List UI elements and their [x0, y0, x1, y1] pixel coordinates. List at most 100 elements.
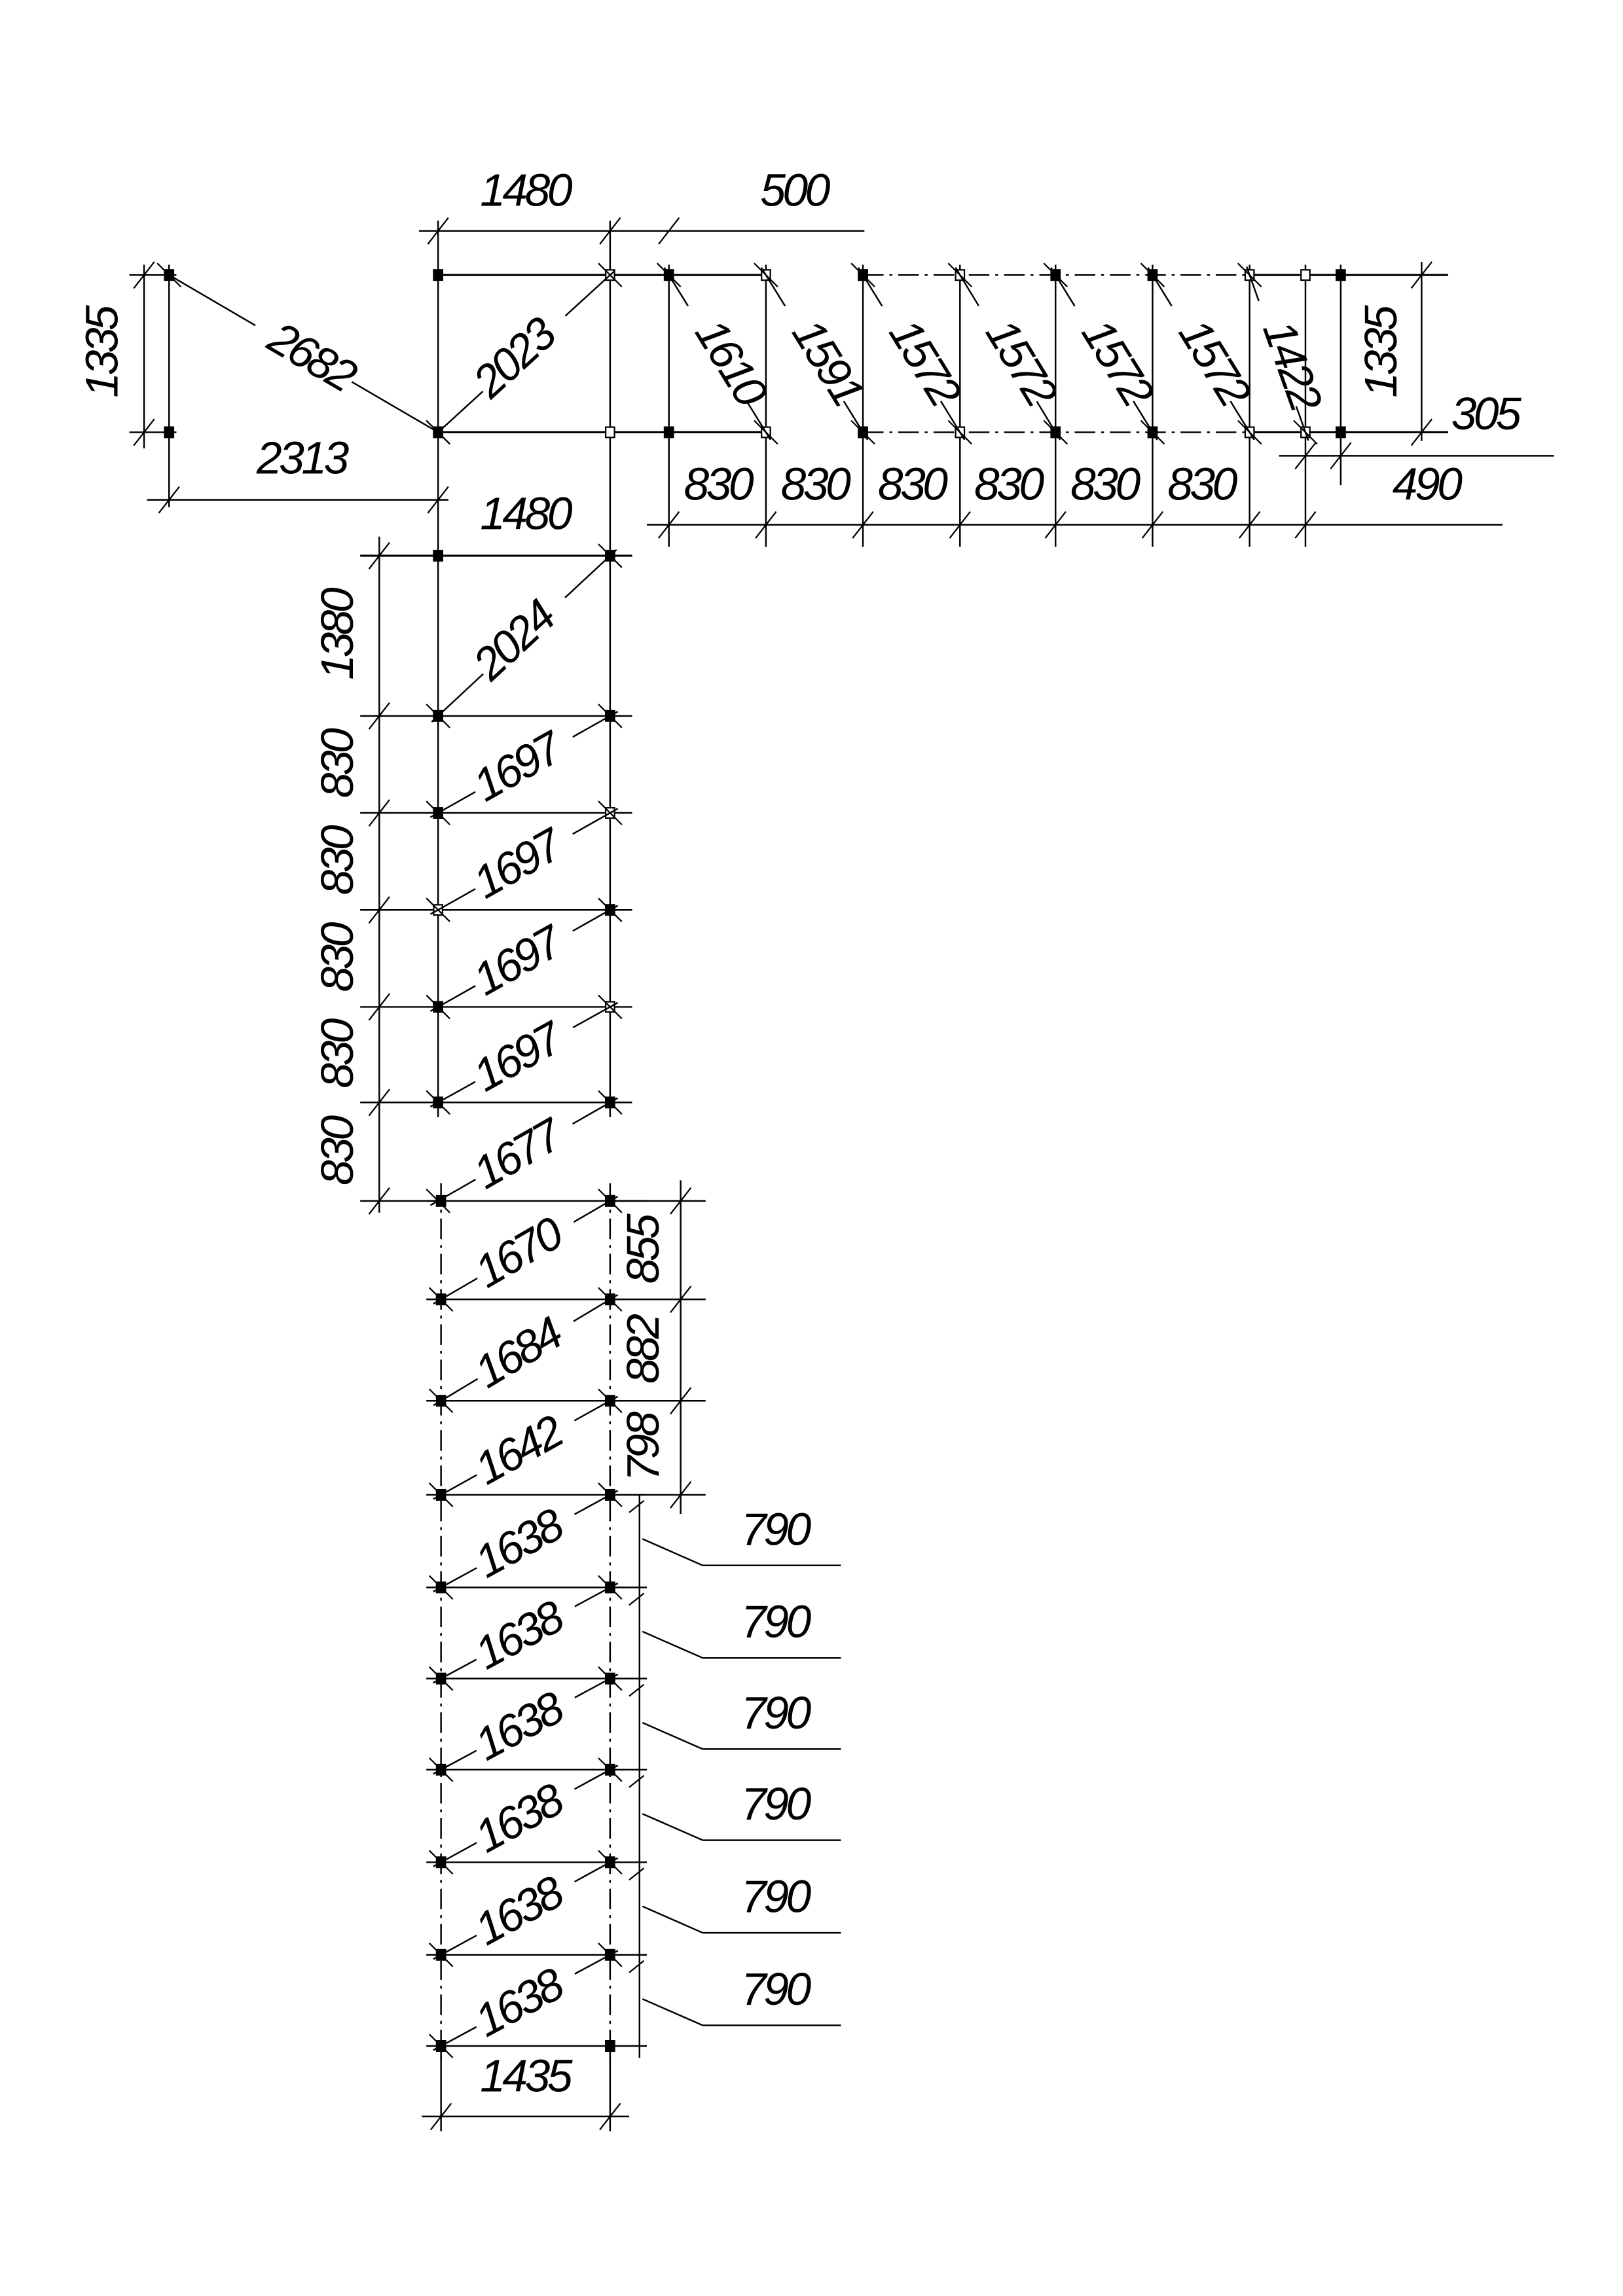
dimension-label: 305	[1451, 388, 1522, 439]
dimension-tick	[850, 262, 875, 287]
dimension-label: 830	[312, 1115, 363, 1185]
dimension-tick	[368, 1088, 390, 1117]
leader-tick	[629, 1500, 645, 1513]
dimension-label: 1335	[1355, 305, 1406, 398]
node-filled	[435, 1194, 447, 1207]
dimension-tick	[850, 420, 875, 445]
diagonal-label: 1697	[465, 817, 572, 908]
dimension-tick	[1294, 442, 1317, 470]
dimension-tick	[428, 1482, 454, 1507]
dimension-label: 2313	[256, 432, 350, 483]
dimension-tick	[1043, 262, 1068, 287]
dimension-tick	[428, 1287, 454, 1312]
diagonal-dimension-line	[1245, 266, 1260, 302]
node-filled	[433, 550, 444, 562]
diagonal-label: 1572	[880, 310, 972, 416]
dimension-tick	[598, 543, 623, 568]
dimension-tick	[428, 1666, 454, 1691]
diagonal-label: 1610	[685, 310, 778, 416]
dimension-tick	[755, 511, 777, 539]
diagonal-label: 1684	[466, 1307, 571, 1398]
dimension-label: 1335	[77, 305, 128, 398]
dimension-tick	[426, 994, 450, 1020]
node-filled	[1336, 269, 1346, 281]
dimension-tick	[598, 800, 623, 825]
leader-tick	[629, 1774, 645, 1788]
leader-line	[642, 1905, 703, 1934]
dimension-label: 490	[1393, 459, 1463, 510]
leader-line	[642, 1813, 703, 1841]
node-open	[1300, 269, 1311, 281]
dimension-label: 830	[974, 459, 1044, 510]
dimension-tick	[1141, 511, 1164, 539]
diagonal-dimension-line	[431, 673, 484, 723]
dimension-tick	[598, 704, 623, 728]
diagonal-dimension-line	[433, 390, 484, 437]
dimension-label: 830	[312, 825, 363, 895]
dimension-tick	[1410, 261, 1432, 289]
leader-line	[642, 1998, 703, 2026]
dimension-label: 830	[1070, 459, 1140, 510]
diagonal-label: 1572	[976, 310, 1068, 416]
diagonal-label: 1591	[782, 310, 873, 413]
diagonal-label: 1670	[466, 1206, 572, 1297]
diagonal-dimension-line	[564, 548, 617, 599]
diagonal-dimension-line	[1295, 406, 1309, 441]
dimension-tick	[156, 262, 181, 287]
leader-label: 790	[741, 1687, 811, 1738]
dimension-tick	[598, 1090, 623, 1115]
dimension-tick	[368, 702, 390, 730]
dimension-label: 1380	[312, 587, 363, 680]
dimension-tick	[1140, 420, 1165, 445]
diagonal-label: 1638	[467, 1590, 573, 1679]
dimension-tick	[368, 993, 390, 1021]
dimension-tick	[133, 261, 155, 289]
leader-label: 790	[741, 1503, 811, 1554]
diagonal-label: 1677	[465, 1107, 572, 1198]
dimension-tick	[754, 420, 778, 445]
diagonal-dimension-line	[351, 381, 444, 437]
dimension-tick	[1330, 442, 1352, 470]
leader-tick	[629, 1592, 645, 1606]
dimension-tick	[658, 217, 680, 245]
dimension-tick	[852, 511, 874, 539]
dimension-tick	[599, 217, 621, 245]
dimension-tick	[426, 897, 450, 922]
dimension-tick	[1239, 511, 1261, 539]
node-filled	[663, 426, 674, 439]
leader-line	[642, 1721, 703, 1750]
dimension-tick	[368, 896, 390, 924]
node-open	[605, 426, 615, 439]
diagonal-dimension-line	[163, 271, 256, 327]
dimension-tick	[426, 420, 450, 445]
dimension-label: 830	[312, 922, 363, 992]
dimension-label: 500	[760, 165, 830, 216]
dimension-tick	[656, 262, 682, 287]
diagonal-dimension-line	[564, 270, 615, 317]
dimension-label: 830	[684, 459, 754, 510]
dimension-label: 830	[312, 1018, 363, 1088]
diagonal-label: 1642	[466, 1405, 572, 1495]
dimension-tick	[1140, 262, 1165, 287]
dimension-tick	[947, 420, 973, 445]
leader-label: 790	[741, 1871, 811, 1922]
diagonal-label: 2023	[463, 307, 566, 408]
dimension-label: 830	[781, 459, 851, 510]
dimension-label: 830	[1167, 459, 1237, 510]
dimension-label: 798	[617, 1411, 668, 1481]
leader-label: 790	[741, 1964, 811, 2015]
node-filled	[433, 269, 444, 281]
diagonal-label: 1638	[467, 1958, 573, 2047]
diagonal-label: 1697	[465, 914, 572, 1005]
leader-tick	[629, 1683, 645, 1697]
diagonal-label: 1638	[467, 1681, 573, 1770]
node-filled	[164, 426, 175, 439]
dimension-tick	[426, 800, 450, 825]
dimension-tick	[158, 486, 180, 514]
dimension-tick	[598, 1943, 623, 1967]
dimension-tick	[1293, 420, 1318, 445]
dimension-tick	[598, 994, 623, 1020]
dimension-tick	[428, 1943, 454, 1967]
dimension-tick	[426, 1090, 450, 1115]
